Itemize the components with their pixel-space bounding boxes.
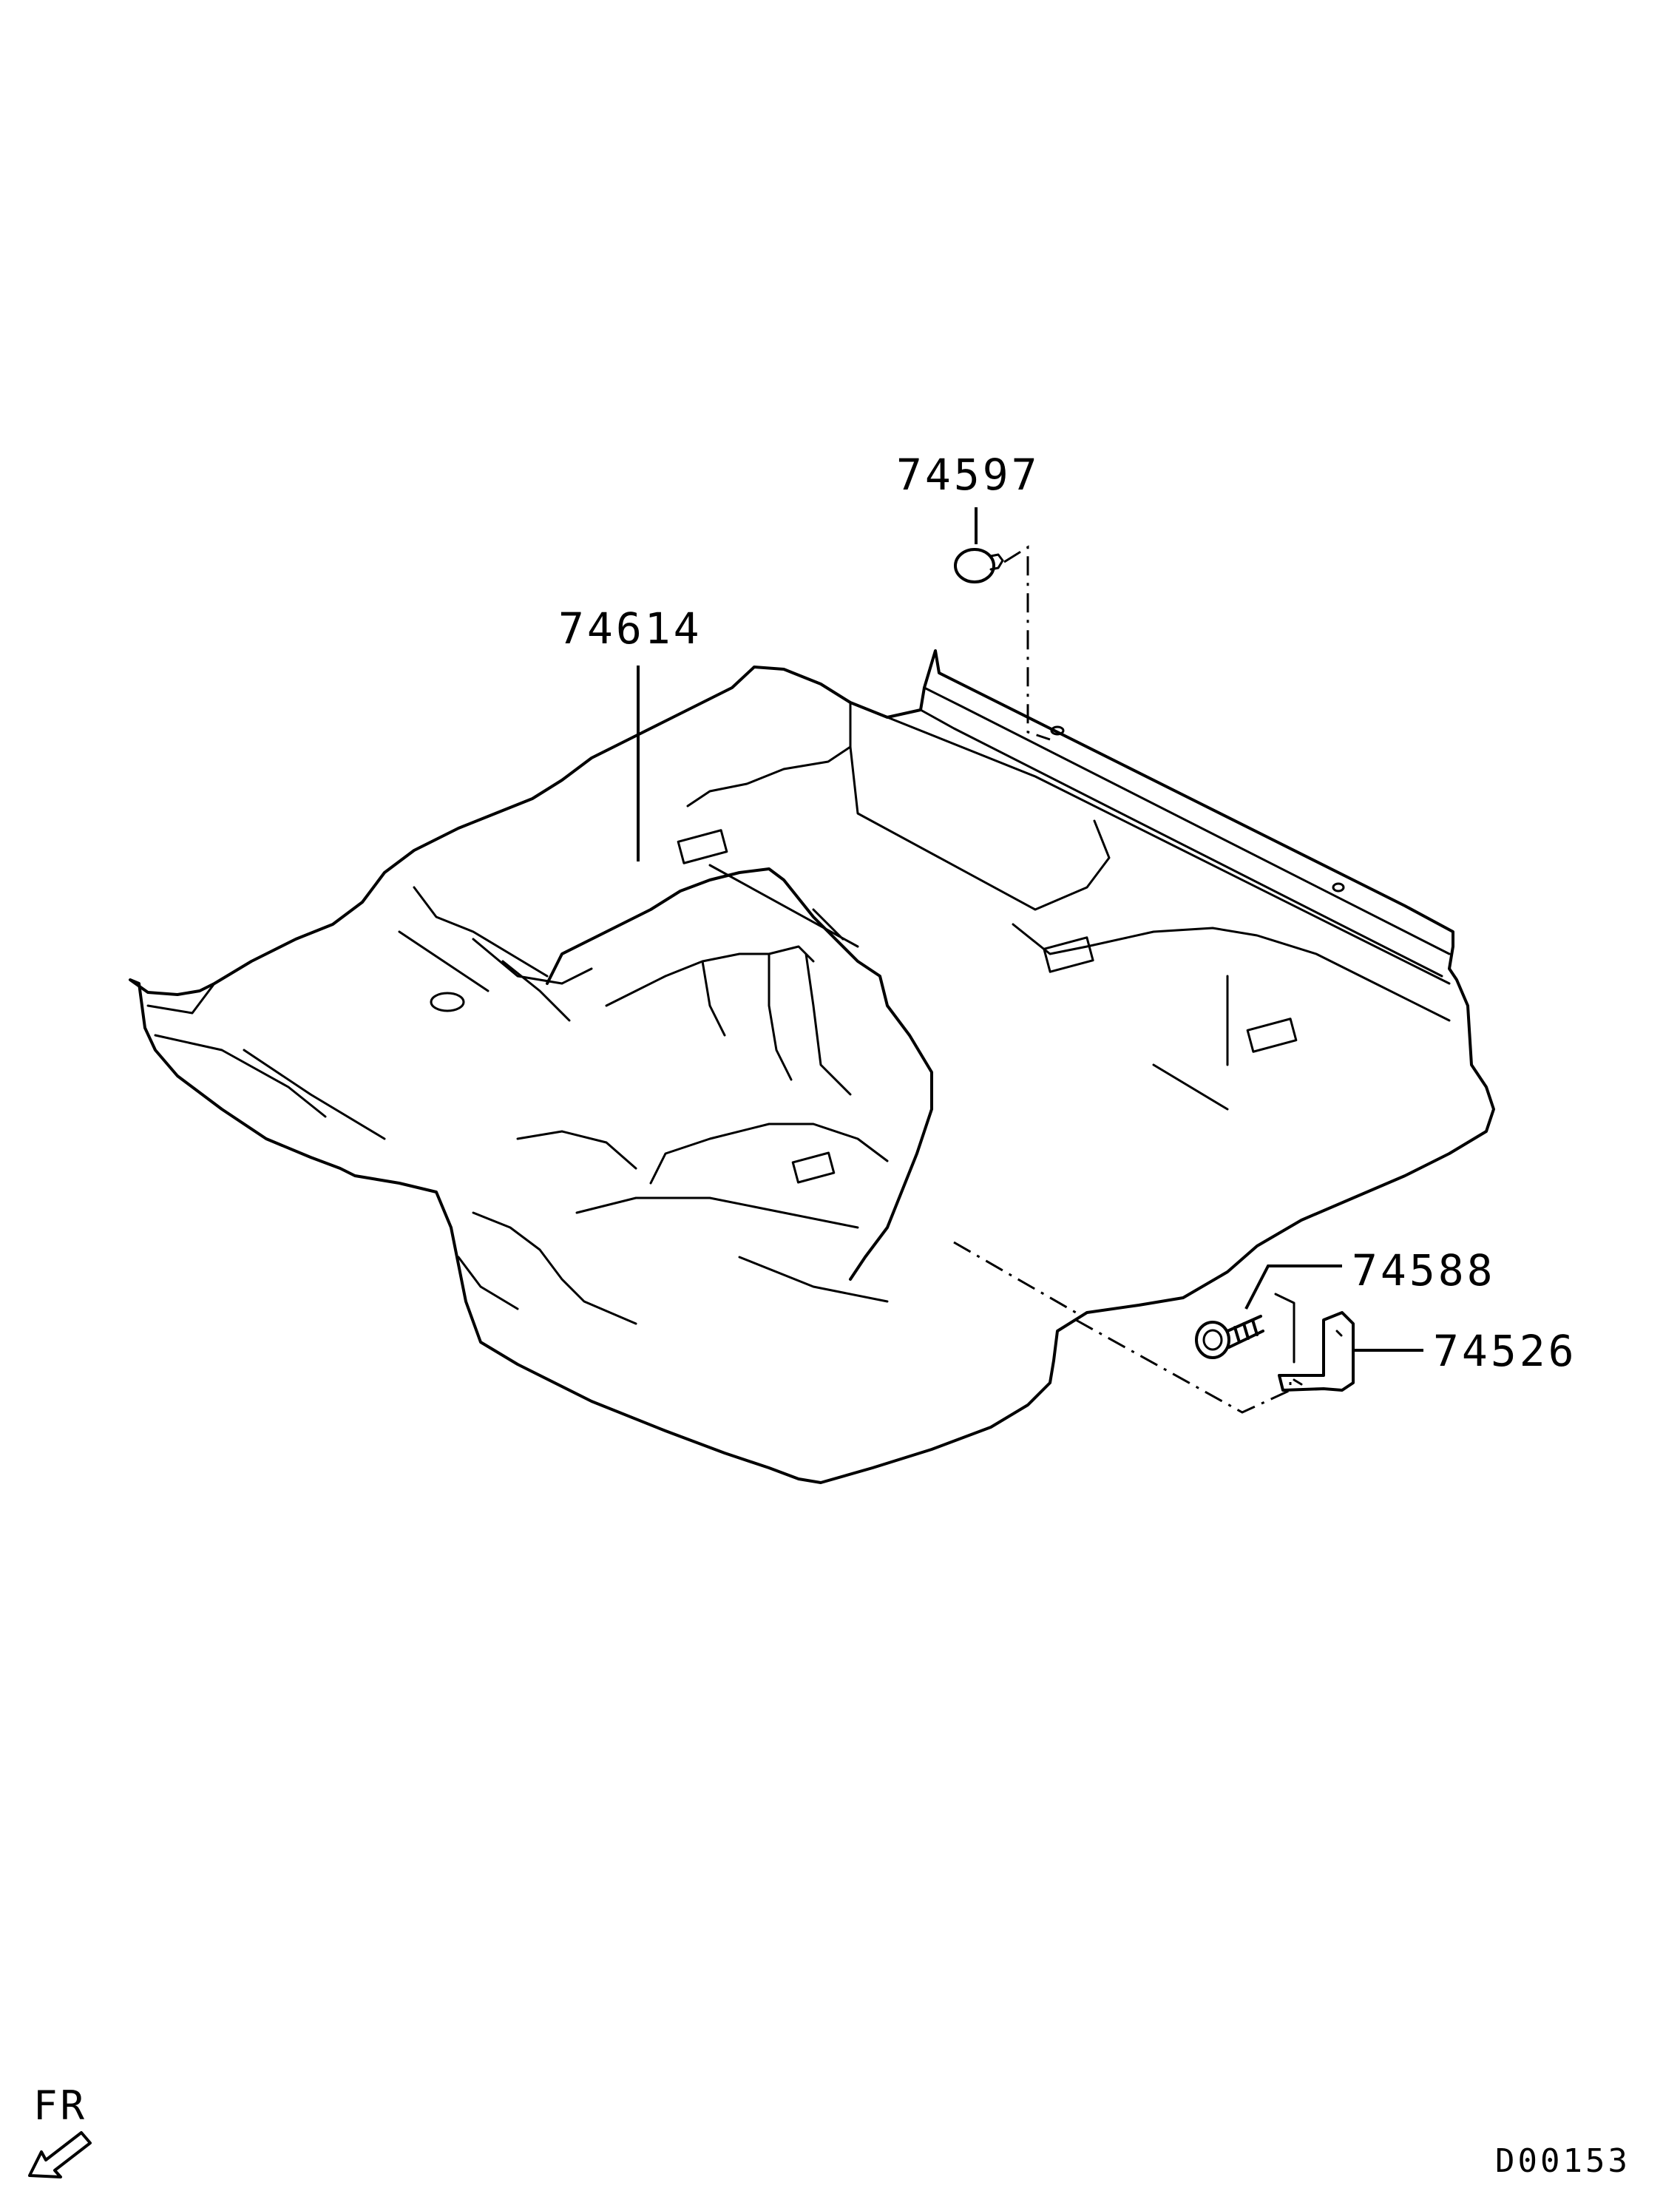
front-direction-indicator: FR	[28, 2082, 92, 2178]
screw-leader	[1244, 1264, 1342, 1310]
rear-hole	[1332, 882, 1345, 893]
screw-part-number: 74588	[1352, 1245, 1496, 1296]
callout-carpet: 74614	[558, 603, 702, 861]
front-direction-label: FR	[33, 2082, 87, 2129]
clip-install-line	[1003, 545, 1051, 741]
clip-icon	[954, 548, 1004, 583]
rear-step	[849, 686, 1451, 985]
front-arrow-icon	[28, 2131, 92, 2178]
carpet-part-number: 74614	[558, 603, 702, 654]
front-floor-edge	[516, 1123, 889, 1185]
bracket-icon	[1278, 1311, 1355, 1392]
rear-pad-center	[1043, 936, 1094, 973]
rear-pad-right	[1246, 1018, 1298, 1053]
left-hole	[430, 992, 465, 1012]
drawing-code: D00153	[1495, 2142, 1630, 2180]
bracket-part-number: 74526	[1433, 1326, 1577, 1376]
center-tunnel	[546, 867, 933, 1281]
left-footwell	[146, 886, 593, 1140]
rear-floor-crease	[708, 864, 1229, 1111]
clip-hole	[1050, 725, 1065, 736]
rear-floor-right	[1012, 923, 1451, 1066]
front-pad	[791, 1151, 836, 1184]
rear-floor-left	[686, 701, 1111, 911]
right-footwell	[457, 1196, 889, 1325]
bracket-guide	[1274, 1293, 1295, 1364]
tunnel-ridge	[605, 945, 852, 1096]
callout-screw: 74588	[1195, 1245, 1496, 1359]
bracket-install-line	[1075, 1318, 1292, 1414]
floor-carpet-drawing	[129, 649, 1495, 1484]
callout-bracket: 74526	[953, 1241, 1577, 1414]
carpet-outline	[129, 649, 1495, 1484]
screw-icon	[1195, 1315, 1264, 1359]
floor-mount-line	[953, 1241, 1077, 1314]
callout-clip: 74597	[896, 450, 1051, 741]
rear-pad-left	[677, 829, 728, 864]
clip-part-number: 74597	[896, 450, 1040, 500]
